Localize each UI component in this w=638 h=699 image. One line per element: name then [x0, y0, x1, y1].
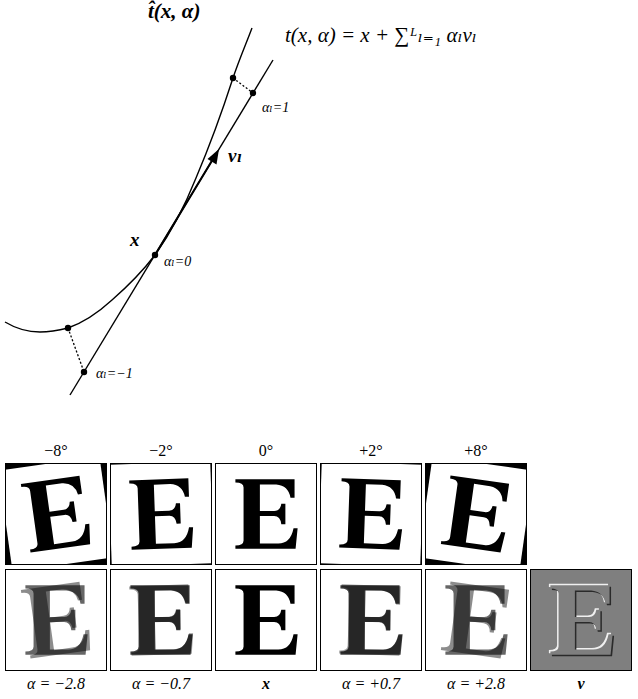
image-tile — [418, 456, 533, 571]
image-tile — [215, 463, 317, 565]
angle-label: 0° — [259, 442, 273, 460]
alpha-label: α = −0.7 — [132, 675, 190, 693]
image-tile — [215, 569, 317, 671]
angle-label: +8° — [464, 442, 487, 460]
image-tile — [5, 569, 107, 671]
tangent-vector — [155, 159, 213, 255]
vector-label: vₗ — [228, 146, 242, 167]
angle-label: −2° — [149, 442, 172, 460]
alpha-label: α = +2.8 — [447, 675, 505, 693]
point-dot — [230, 75, 236, 81]
alpha-label: αₗ=0 — [164, 254, 191, 269]
image-tile — [108, 461, 213, 566]
angle-label: −8° — [44, 442, 67, 460]
alpha-label: αₗ=−1 — [96, 366, 133, 381]
projection-dots — [233, 78, 253, 93]
image-label: v — [577, 675, 584, 693]
manifold-curve — [5, 28, 252, 332]
point-dot — [81, 369, 87, 375]
point-dot — [250, 90, 256, 96]
projection-dots — [68, 328, 84, 372]
alpha-label: αₗ=1 — [262, 100, 289, 115]
image-label: x — [262, 675, 270, 693]
image-tile — [110, 569, 212, 671]
equation-label: t(x, α) = x + ∑ᴸₗ₌₁ αₗvₗ — [285, 24, 477, 47]
tangent-images — [5, 569, 632, 671]
rotated-images — [0, 456, 534, 571]
arrow-head — [208, 149, 220, 165]
image-tile — [318, 461, 423, 566]
point-label: x — [130, 230, 140, 251]
point-dot — [152, 252, 158, 258]
tangent-vector-image — [530, 569, 632, 671]
image-tile — [0, 456, 114, 571]
image-tile — [320, 569, 422, 671]
image-tile — [425, 569, 527, 671]
alpha-label: α = +0.7 — [342, 675, 400, 693]
manifold-figure — [5, 28, 273, 395]
alpha-label: α = −2.8 — [27, 675, 85, 693]
curve-label: t̂(x, α) — [148, 0, 200, 23]
point-dot — [65, 325, 71, 331]
angle-label: +2° — [359, 442, 382, 460]
tangent-line — [70, 60, 273, 395]
